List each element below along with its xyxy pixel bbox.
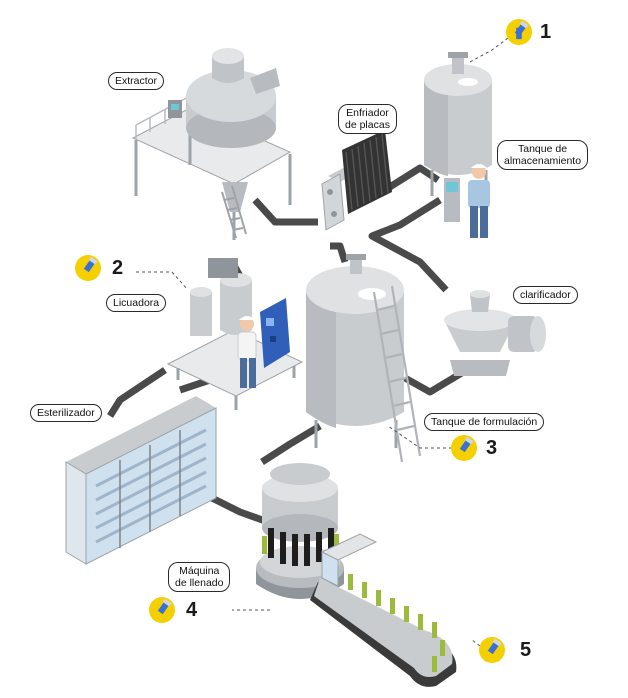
label-clarifier: clarificador	[513, 286, 578, 304]
plate-cooler	[321, 130, 392, 231]
clarifier	[444, 290, 546, 376]
operator-2	[237, 316, 257, 388]
label-filling-machine: Máquina de llenado	[168, 562, 231, 592]
sensor-number-1: 1	[540, 21, 552, 43]
leader-lines	[136, 37, 509, 647]
label-extractor: Extractor	[108, 72, 165, 90]
label-plate-cooler: Enfriador de placas	[338, 104, 397, 134]
label-storage-tank-line2: almacenamiento	[504, 155, 582, 167]
label-plate-cooler-line2: de placas	[345, 119, 390, 131]
level-sensor-icon[interactable]	[451, 435, 477, 461]
formulation-tank	[306, 254, 422, 463]
conveyor	[310, 574, 457, 687]
level-sensor-icon[interactable]	[149, 597, 175, 623]
label-storage-tank: Tanque de almacenamiento	[497, 140, 589, 170]
label-plate-cooler-line1: Enfriador	[346, 107, 389, 119]
sensor-number-5: 5	[520, 639, 532, 661]
operator-1	[468, 164, 490, 238]
sterilizer	[65, 396, 217, 565]
label-filling-machine-line1: Máquina	[179, 565, 220, 577]
filling-machine	[256, 463, 378, 599]
label-filling-machine-line2: de llenado	[175, 577, 224, 589]
label-sterilizer: Esterilizador	[30, 404, 102, 422]
level-sensor-icon[interactable]	[479, 637, 505, 663]
level-sensor-icon[interactable]	[506, 19, 532, 45]
label-storage-tank-line1: Tanque de	[518, 143, 568, 155]
storage-tank	[424, 52, 492, 222]
label-blender: Licuadora	[106, 294, 167, 312]
blender-station	[166, 258, 304, 410]
sensor-number-2: 2	[112, 257, 124, 279]
label-formulation-tank: Tanque de formulación	[424, 413, 545, 431]
level-sensor-icon[interactable]	[75, 255, 101, 281]
sensor-number-4: 4	[186, 599, 198, 621]
sensor-number-3: 3	[486, 437, 498, 459]
extractor-machine	[131, 48, 292, 240]
